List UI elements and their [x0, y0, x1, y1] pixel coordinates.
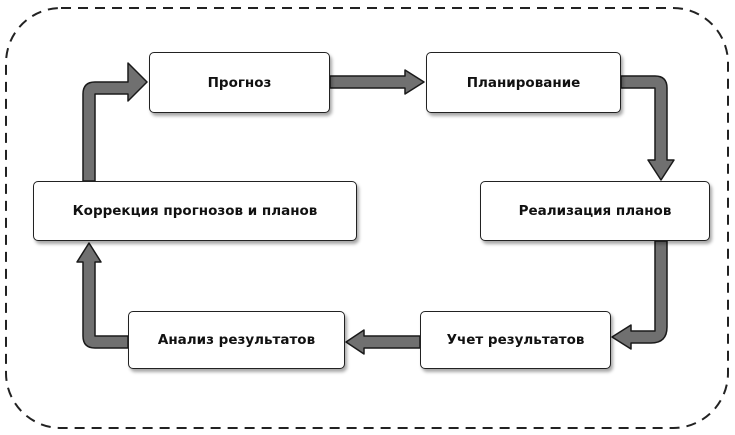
node-planning: Планирование: [426, 52, 621, 113]
node-forecast-correction-label: Коррекция прогнозов и планов: [72, 203, 318, 219]
arrow-realization-to-accounting: [611, 240, 668, 350]
node-forecast-label: Прогноз: [207, 74, 272, 91]
node-plan-realization-label: Реализация планов: [518, 203, 672, 219]
arrow-forecast-to-planning: [329, 69, 425, 95]
node-planning-label: Планирование: [466, 74, 581, 91]
arrow-analysis-to-correction: [76, 242, 129, 349]
node-results-accounting-label: Учет результатов: [446, 332, 585, 348]
node-results-accounting: Учет результатов: [420, 311, 611, 369]
node-plan-realization: Реализация планов: [480, 181, 710, 241]
arrow-correction-to-forecast: [82, 62, 148, 182]
arrow-planning-to-realization: [620, 75, 675, 181]
node-forecast: Прогноз: [149, 52, 330, 113]
node-results-analysis-label: Анализ результатов: [157, 332, 316, 348]
node-results-analysis: Анализ результатов: [128, 311, 345, 369]
node-forecast-correction: Коррекция прогнозов и планов: [33, 181, 357, 241]
dashed-frame: [5, 7, 729, 429]
arrow-accounting-to-analysis: [345, 329, 421, 355]
